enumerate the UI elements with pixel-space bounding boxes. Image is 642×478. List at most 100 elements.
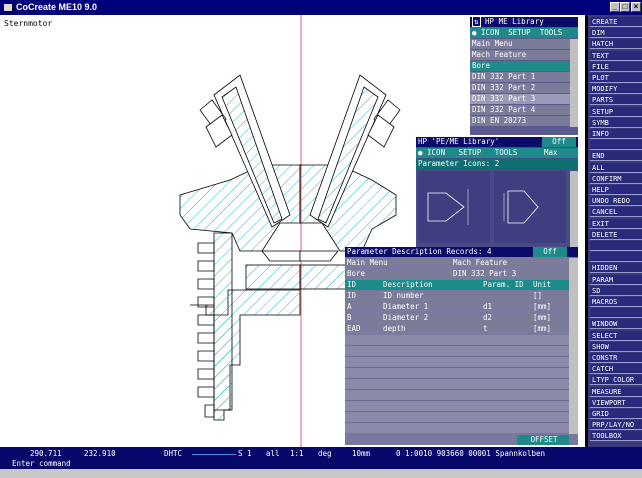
library-item[interactable]: DIN 332 Part 2 [470,83,570,93]
records-panel: Parameter Description Records: 4 Off Mai… [345,247,578,445]
menu-item[interactable]: HIDDEN [590,263,642,274]
library-item[interactable]: DIN 332 Part 4 [470,105,570,115]
crumb[interactable]: Mach Feature [451,258,569,268]
maximize-button[interactable]: □ [620,2,630,12]
menu-item[interactable]: CONSTR [590,353,642,363]
cell: ID number [381,291,481,301]
icons-tab-tools[interactable]: TOOLS [494,148,518,157]
menu-item[interactable]: TEXT [590,50,642,61]
column-header: Param. ID [481,280,531,290]
catch-mode[interactable]: DHTC [164,449,183,458]
menu-item[interactable]: SYMB [590,117,642,128]
command-input[interactable] [0,469,642,478]
icons-scrollbar[interactable] [570,171,578,253]
cell: Diameter 2 [381,313,481,323]
coord-y: 232.910 [84,449,116,458]
crumb[interactable]: Bore [345,269,451,279]
menu-item[interactable]: CATCH [590,364,642,375]
menu-item[interactable]: MACROS [590,297,642,307]
part-info: 0 1:0010 903660 00001 Spannkolben [396,449,546,458]
bore-icon-2[interactable] [494,171,566,243]
menu-item[interactable]: PARTS [590,95,642,106]
crumb[interactable]: DIN 332 Part 3 [451,269,569,279]
offset-button[interactable]: OFFSET [517,435,569,445]
icons-tab-max[interactable]: Max [544,148,558,157]
icons-tab-setup[interactable]: SETUP [458,148,482,157]
layer-all: all [266,449,280,458]
icons-off-button[interactable]: Off [542,137,576,147]
cell: EAD [345,324,381,334]
menu-item[interactable]: TOOLBOX [590,431,642,442]
empty-rows [345,335,569,433]
menu-item[interactable]: INFO [590,129,642,139]
menu-item[interactable]: SD [590,285,642,296]
menu-item[interactable]: END [590,151,642,162]
menu-item[interactable]: MEASURE [590,386,642,397]
menu-item [590,241,642,251]
cell: ID [345,291,381,301]
column-header: Description [381,280,481,290]
cell: [] [531,291,569,301]
library-nav-icon[interactable]: ⇅ [472,17,481,27]
menu-item[interactable]: UNDO REDO [590,196,642,207]
menu-item[interactable]: DELETE [590,229,642,240]
mode-indicator [192,454,236,455]
menu-item[interactable]: LTYP COLOR [590,375,642,386]
records-scrollbar[interactable] [569,258,578,434]
menu-item[interactable]: VIEWPORT [590,397,642,408]
menu-item[interactable]: SHOW [590,341,642,352]
library-item[interactable]: DIN 332 Part 3 [470,94,570,104]
status-bar: 290.711 232.910 DHTC S 1 all 1:1 deg 10m… [0,447,642,469]
angle-unit: deg [318,449,332,458]
menu-item[interactable]: GRID [590,409,642,419]
menu-item[interactable]: MODIFY [590,84,642,95]
tab-setup[interactable]: SETUP [508,28,531,37]
menu-item[interactable]: CONFIRM [590,173,642,184]
library-item[interactable]: DIN 332 Part 1 [470,72,570,82]
library-item[interactable]: DIN EN 20273 [470,116,570,126]
cell: [mm] [531,302,569,312]
column-header: ID [345,280,381,290]
crumb[interactable]: Main Menu [345,258,451,268]
menu-item[interactable]: EXIT [590,218,642,229]
tab-icon[interactable]: ICON [481,28,500,37]
scale: S 1 [238,449,252,458]
menu-item[interactable]: DIM [590,28,642,39]
menu-item[interactable]: SELECT [590,330,642,341]
menu-item[interactable]: HATCH [590,39,642,50]
coord-x: 290.711 [30,449,62,458]
menu-item[interactable]: FILE [590,61,642,72]
grid-size: 10mm [352,449,371,458]
cell: t [481,324,531,334]
icons-panel: HP 'PE/ME Library' Off ● ICON SETUP TOOL… [416,137,578,253]
cell: d2 [481,313,531,323]
tab-tools[interactable]: TOOLS [539,28,563,37]
close-button[interactable]: × [631,2,641,12]
command-prompt: Enter command [12,459,71,468]
library-item[interactable]: Mach Feature [470,50,570,60]
menu-item[interactable]: PLOT [590,73,642,83]
library-header: ⇅ HP ME Library [470,17,578,27]
bore-icon-1[interactable] [418,171,490,243]
menu-item[interactable]: PRP/LAY/NO [590,420,642,431]
menu-item [590,252,642,263]
minimize-button[interactable]: _ [610,2,620,12]
column-header: Unit [531,280,569,290]
ratio: 1:1 [290,449,304,458]
menu-item[interactable]: WINDOW [590,319,642,330]
library-scrollbar[interactable] [570,39,578,127]
menu-item[interactable]: SETUP [590,106,642,117]
menu-item[interactable]: CREATE [590,17,642,27]
menu-item[interactable]: ALL [590,162,642,173]
menu-item[interactable]: CANCEL [590,207,642,218]
menu-item[interactable]: PARAM [590,274,642,285]
library-item[interactable]: Main Menu [470,39,570,49]
icons-panel-subtitle: Parameter Icons: 2 [416,159,578,169]
menu-item[interactable]: HELP [590,185,642,195]
records-off-button[interactable]: Off [533,247,567,257]
cell: A [345,302,381,312]
library-item[interactable]: Bore [470,61,570,71]
icons-tab-icon[interactable]: ICON [427,148,446,157]
library-tabs: ● ICON SETUP TOOLS [470,28,578,38]
icons-panel-tabs: ● ICON SETUP TOOLS Max [416,148,578,158]
